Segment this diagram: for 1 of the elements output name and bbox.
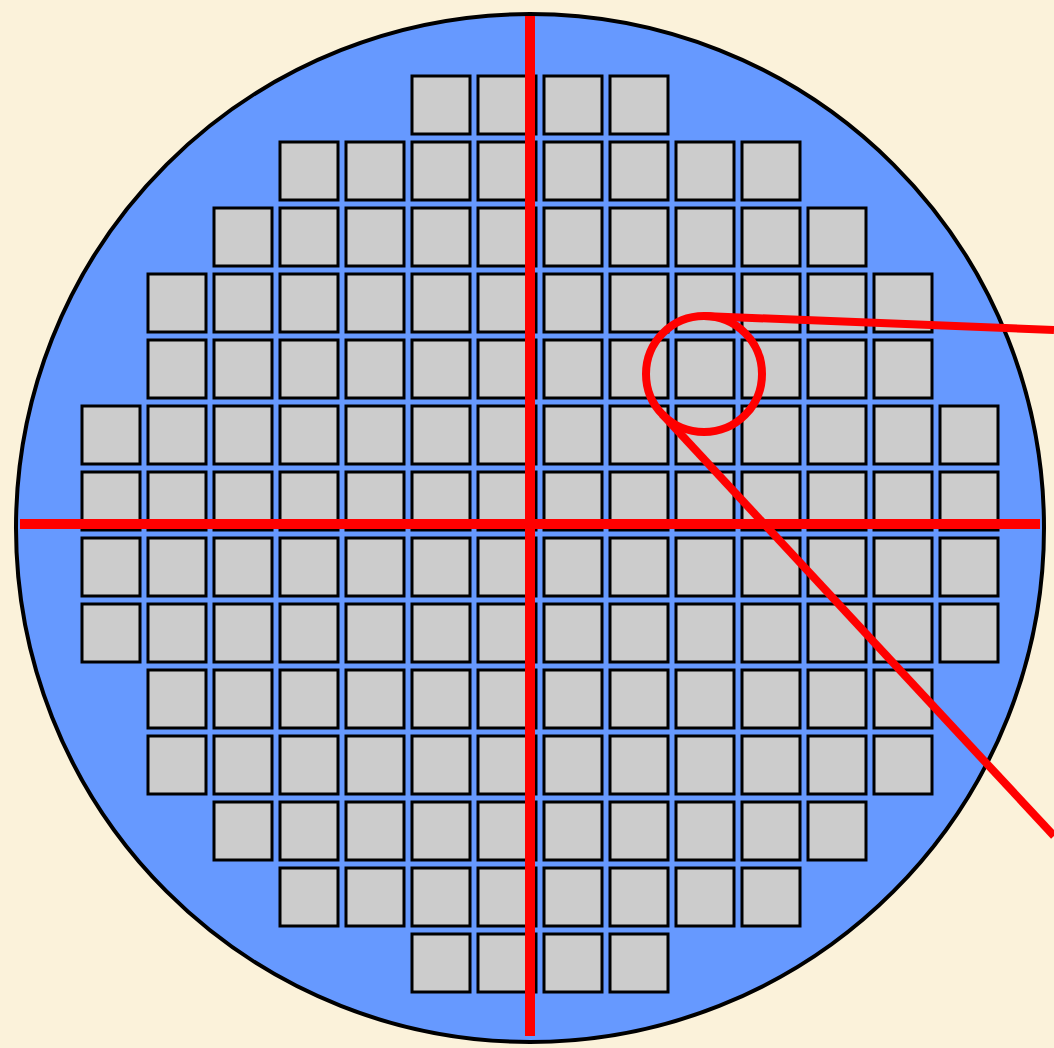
leader-line xyxy=(703,312,1054,334)
